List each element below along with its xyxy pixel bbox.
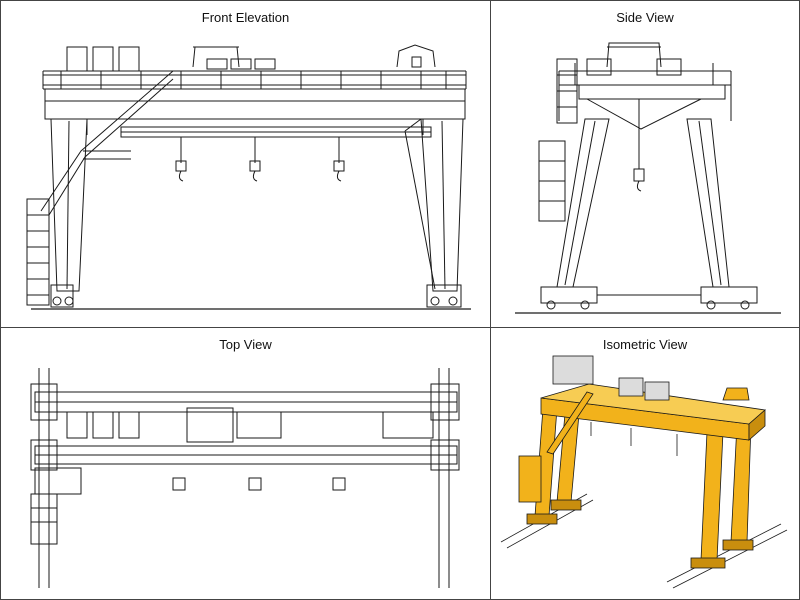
main-girder — [44, 88, 466, 138]
hoist-hooks — [175, 137, 345, 182]
top-stair-platform — [30, 467, 82, 545]
right-leg — [404, 118, 464, 308]
top-view-panel: Top View — [1, 328, 491, 599]
roof-cabins — [66, 44, 436, 72]
top-view-title: Top View — [219, 337, 272, 352]
top-view-drawing — [30, 368, 460, 588]
isometric-view-title: Isometric View — [602, 337, 688, 352]
side-bogies — [540, 286, 758, 310]
front-elevation-drawing — [26, 44, 471, 310]
isometric-view-panel: Isometric View — [491, 328, 799, 599]
side-legs — [556, 118, 730, 288]
left-leg — [50, 118, 88, 308]
iso-stairs — [518, 391, 594, 503]
top-hooks — [172, 477, 346, 491]
top-end-carriages — [30, 383, 460, 471]
iso-hooks — [590, 422, 678, 456]
top-walkway-railing — [42, 70, 467, 90]
side-top-railing — [558, 63, 732, 121]
side-view-title: Side View — [616, 10, 674, 25]
top-rails — [38, 368, 450, 588]
iso-bogies — [526, 499, 754, 569]
side-top-cabin — [586, 42, 682, 76]
top-trolley-cabins — [66, 407, 434, 443]
side-stair-tower — [538, 58, 578, 222]
access-stairs — [26, 70, 174, 306]
side-view-panel: Side View — [491, 1, 799, 328]
iso-right-legs — [700, 423, 752, 561]
iso-girder — [540, 383, 766, 441]
isometric-view-drawing — [500, 355, 788, 589]
top-girders — [34, 391, 458, 465]
front-elevation-title: Front Elevation — [201, 10, 290, 25]
side-girder — [578, 84, 726, 192]
side-view-drawing — [515, 42, 781, 314]
front-elevation-panel: Front Elevation — [1, 1, 491, 328]
iso-cabins — [552, 355, 750, 401]
